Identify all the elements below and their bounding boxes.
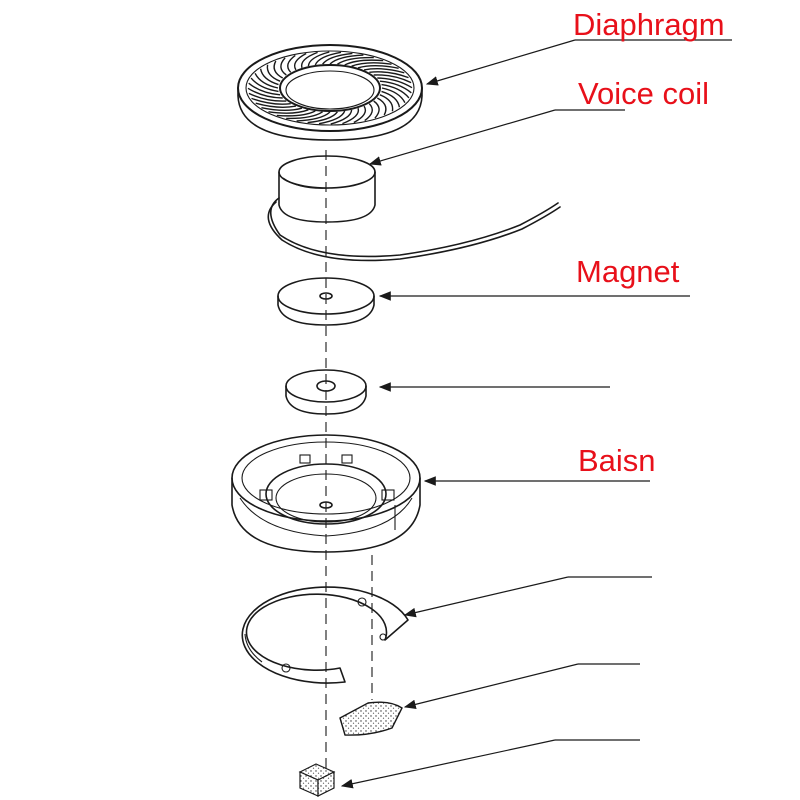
diaphragm-rib [254,72,279,89]
diaphragm-rib [381,90,401,108]
label-voice-coil: Voice coil [578,76,709,111]
diaphragm-rib [280,57,287,76]
diaphragm-rib [373,100,380,119]
diaphragm-rib [379,80,412,94]
diaphragm-rib [376,97,387,116]
foam-pad-part [339,701,403,736]
magnet-part [277,277,375,326]
leader-lines [340,39,732,789]
diaphragm-rib [318,110,346,125]
diaphragm-rib [296,111,331,122]
diaphragm-rib [250,77,279,93]
diaphragm-rib [342,108,360,125]
diaphragm-rib [322,52,353,65]
diaphragm-rib [373,74,412,84]
diaphragm-rib [377,77,413,89]
diaphragm-rib [307,51,330,67]
diaphragm-rib [287,54,296,73]
assembly-axis [325,150,373,770]
diaphragm-rib [255,102,297,108]
diaphragm-rib [259,68,279,86]
diaphragm-rib [247,87,283,99]
label-diaphragm: Diaphragm [573,7,725,42]
diaphragm-rib [330,109,353,125]
diaphragm-part [237,44,423,141]
diaphragm-rib [286,111,323,120]
diaphragm-rib [344,59,384,66]
label-basin: Baisn [578,443,656,478]
diaphragm-rib [337,56,374,65]
diaphragm-rib [248,92,287,102]
diaphragm-rib [276,110,316,117]
diaphragm-rib [268,109,309,114]
diaphragm-ribs [247,51,413,125]
voice-coil-part [267,155,561,262]
diaphragm-rib [307,111,338,124]
diaphragm-rib [314,51,342,66]
diaphragm-rib [353,105,367,124]
diaphragm-rib [364,103,373,122]
diaphragm-rib [351,62,392,67]
gasket-ring-part [241,586,409,684]
label-magnet: Magnet [576,254,680,289]
diaphragm-rib [261,107,303,112]
diaphragm-rib [357,64,399,69]
diaphragm-rib [300,51,318,68]
diaphragm-rib [381,87,406,104]
washer-part [285,369,367,415]
diaphragm-rib [248,82,281,96]
diaphragm-rib [293,52,307,71]
diaphragm-rib [369,71,409,79]
diaphragm-rib [251,97,291,105]
basin-part [231,434,421,553]
diaphragm-rib [266,64,281,82]
diaphragm-rib [363,68,405,74]
diaphragm-rib [381,83,410,99]
diaphragm-rib [379,94,394,112]
diaphragm-rib [329,54,364,65]
diaphragm-rib [273,60,284,79]
small-cube-part [298,763,336,797]
